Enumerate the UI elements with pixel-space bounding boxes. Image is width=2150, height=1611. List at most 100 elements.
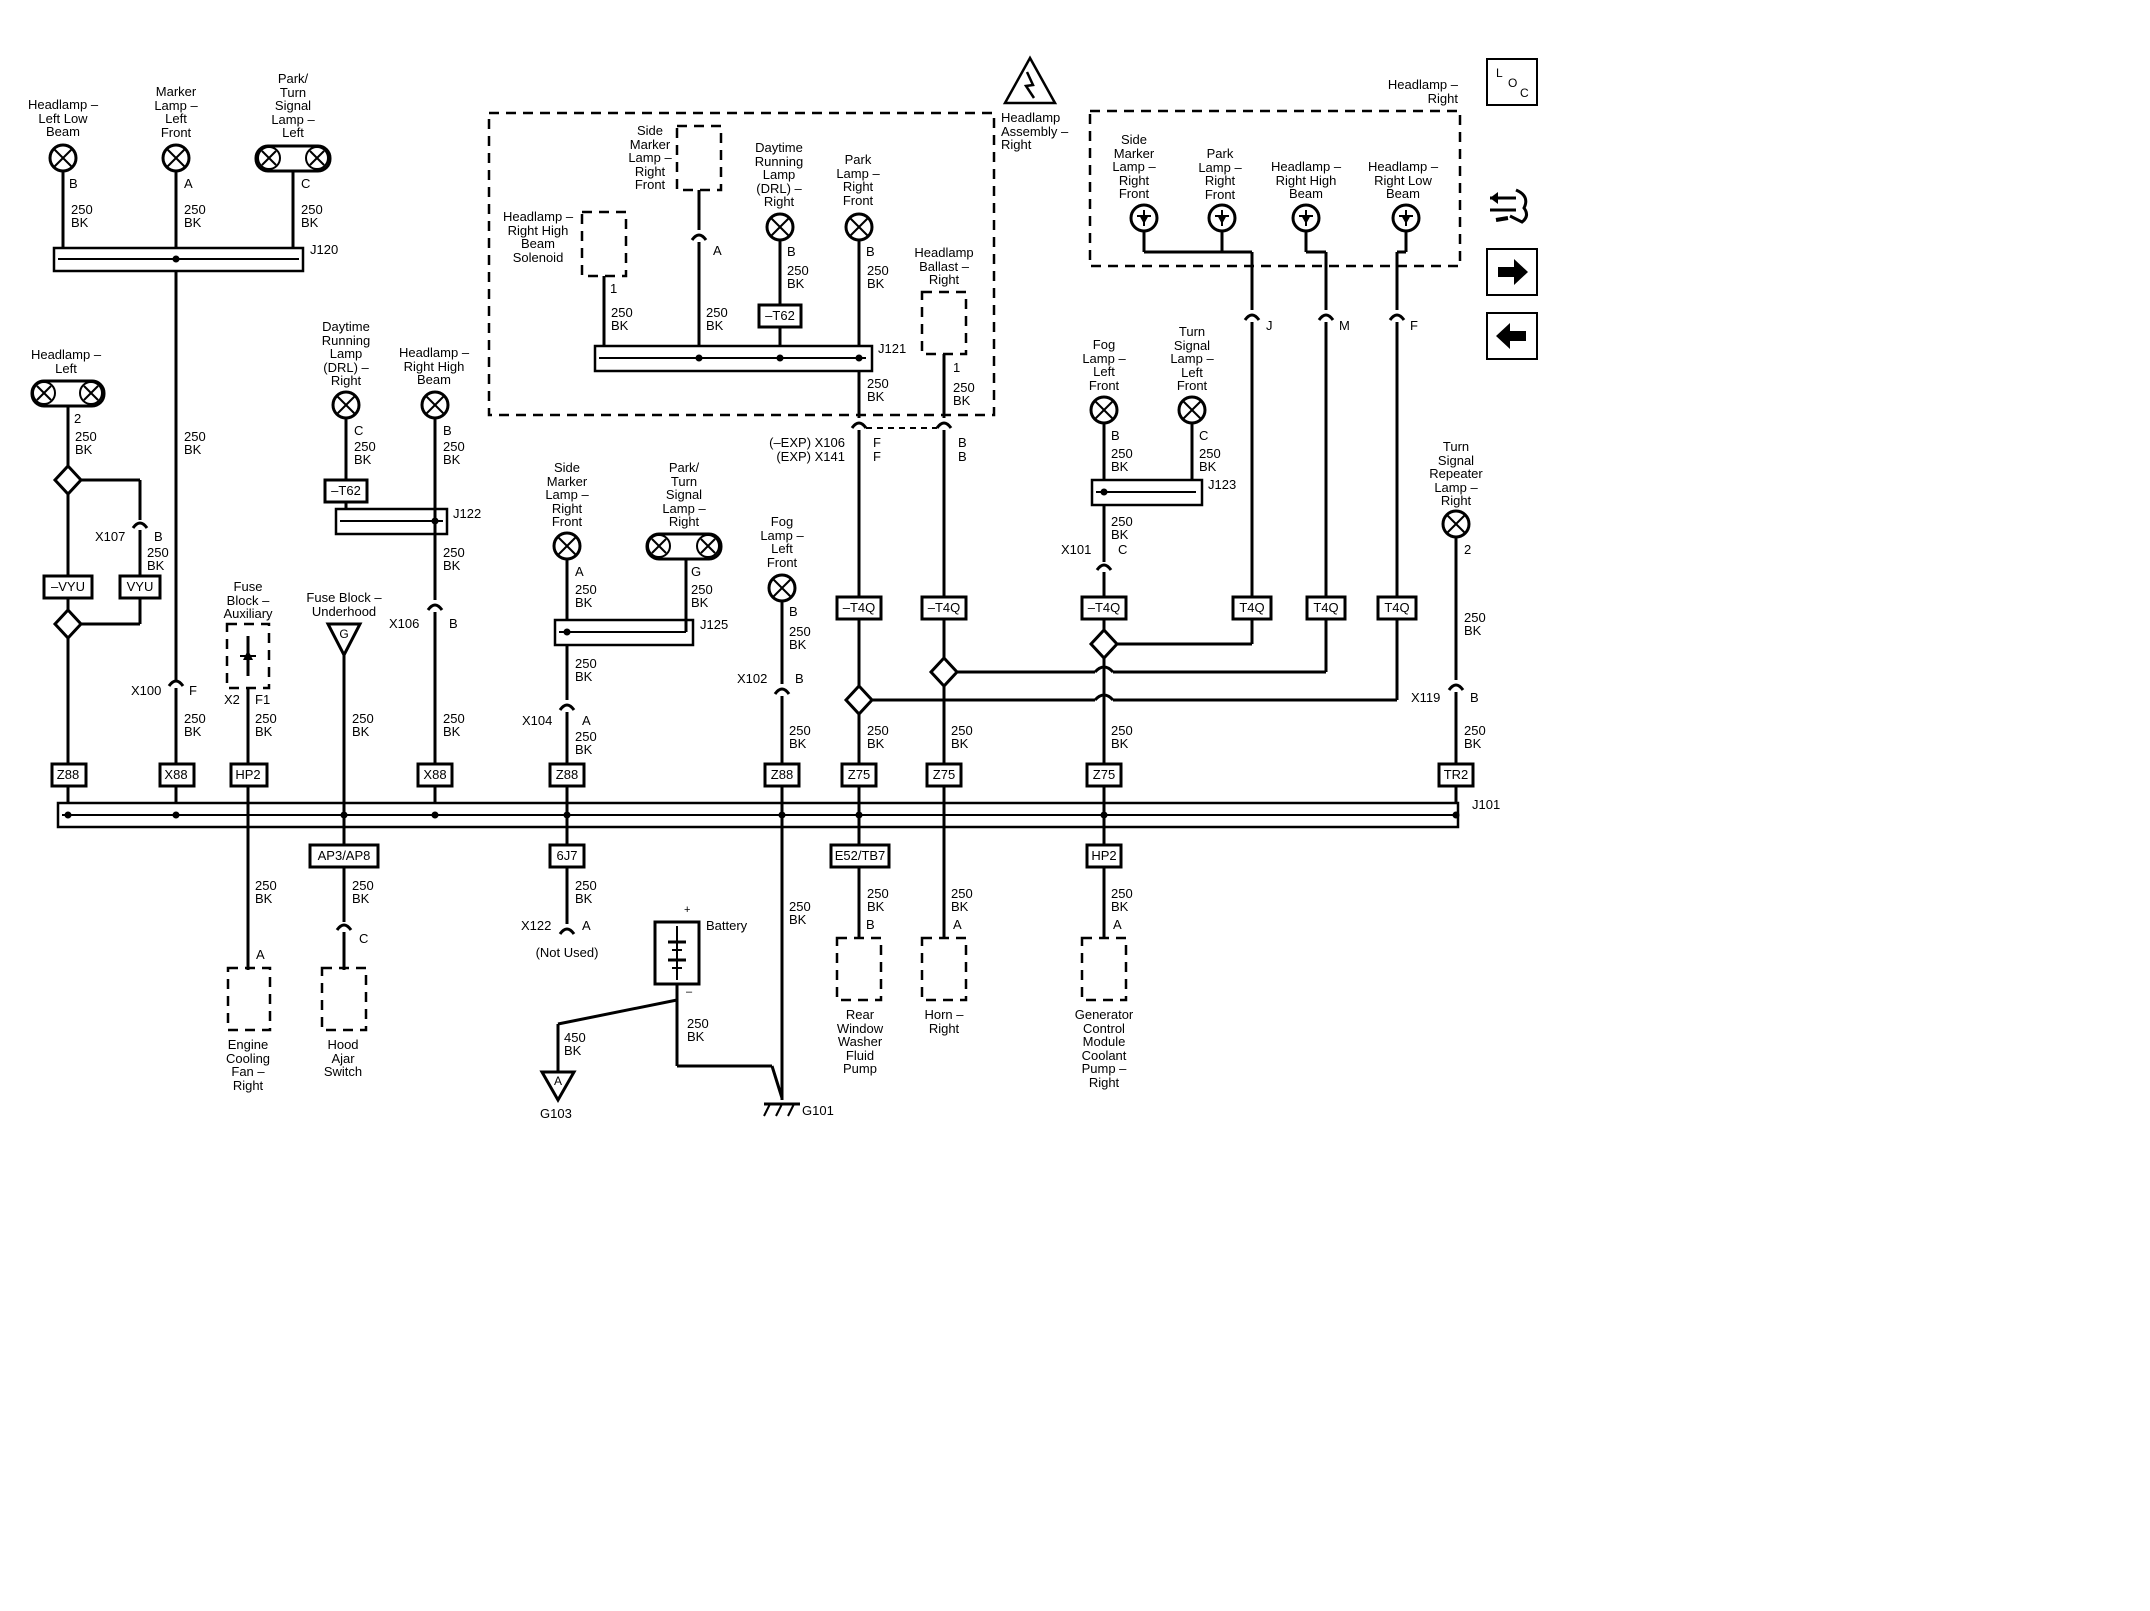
wire-color: BK [1111, 899, 1129, 914]
drl-lamp-label-line: Lamp [762, 167, 796, 182]
engine-cooling-fan-label-line: Cooling [225, 1050, 271, 1066]
pin-label: C [1118, 542, 1128, 557]
wire-gauge: 250 [443, 545, 465, 560]
ground-g101-symbol [763, 1102, 800, 1117]
pin-label: A [713, 243, 722, 258]
side-marker-right-front-label-line: Right [551, 500, 583, 516]
wire-color: BK [867, 899, 885, 914]
next-page-button[interactable] [1486, 248, 1538, 296]
junction-j122-label: J122 [453, 506, 482, 521]
x106-label: (–EXP) X106 [769, 435, 845, 450]
pin-label: C [359, 931, 369, 946]
fuse-block-auxiliary-label-line: Block – [226, 592, 270, 608]
wire-color: BK [255, 724, 273, 739]
connector-box-tr2: TR2 [1443, 767, 1469, 782]
connector-box-x88: X88 [423, 767, 447, 782]
right-low-beam-label-line: Right Low [1374, 172, 1432, 188]
right-park-lamp-label-line: Front [1204, 186, 1236, 202]
fog-lamp-left-front-label-line: Left [1093, 364, 1115, 379]
park-lamp-right-front-label-line: Right [842, 179, 874, 194]
pin-label: F [873, 435, 881, 450]
side-marker-lamp-label-line: Side [636, 123, 664, 138]
drl-lamp-label-line: Right [763, 194, 795, 209]
horn-right-label-line: Horn – [924, 1007, 964, 1022]
side-marker-right-front-label-line: Side [553, 460, 581, 475]
connector-box-t62: –T62 [331, 483, 361, 498]
turn-signal-repeater-right-label-line: Right [1440, 493, 1472, 508]
pin-label: C [1199, 428, 1209, 443]
drl-lamp-label-line: (DRL) – [756, 180, 802, 196]
loc-button[interactable]: L O C [1486, 58, 1538, 106]
wire-gauge: 250 [867, 886, 889, 901]
wire-color: BK [1111, 459, 1129, 474]
wire-gauge: 250 [1111, 514, 1133, 529]
wire-color: BK [687, 1029, 705, 1044]
fog-lamp-left-front-label-line: Left [771, 541, 793, 556]
pin-label: B [154, 529, 163, 544]
pin-label: B [866, 244, 875, 259]
turn-signal-left-front-label-line: Left [1181, 364, 1203, 380]
wire-gauge: 250 [789, 723, 811, 738]
loc-c: C [1520, 86, 1529, 100]
wire-color: BK [867, 389, 885, 404]
connector-view-button[interactable] [1486, 182, 1534, 230]
headlamp-assembly-boundary [487, 111, 996, 417]
connector-f1-label: F1 [255, 692, 271, 707]
wire-gauge: 250 [1199, 446, 1221, 461]
pin-label: B [443, 423, 452, 438]
hood-ajar-switch-label-line: Ajar [331, 1050, 355, 1066]
park-turn-signal-right-label-line: Right [668, 514, 700, 529]
wire-color: BK [575, 742, 593, 757]
drl-right-label-line: Daytime [322, 319, 370, 334]
arrow-left-icon [1496, 323, 1526, 349]
pin-label: B [866, 917, 875, 932]
pin-label: A [582, 713, 591, 728]
wire-gauge: 250 [575, 656, 597, 671]
pin-label: A [256, 947, 265, 962]
headlamp-right-high-beam-label-line: Beam [417, 372, 451, 387]
wire-gauge: 250 [575, 582, 597, 597]
x141-label: (EXP) X141 [776, 449, 845, 464]
wire-color: BK [184, 724, 202, 739]
headlamp-left-label-line: Left [55, 360, 77, 376]
junction-j101-label: J101 [1472, 797, 1501, 812]
underhood-letter: G [339, 627, 349, 641]
connector-box-z88: Z88 [770, 767, 794, 782]
connector-box-t4q: T4Q [1384, 600, 1410, 615]
loc-l: L [1496, 66, 1503, 80]
pin-label: A [582, 918, 591, 933]
wrench-connector-icon [1490, 188, 1529, 224]
wire-color: BK [951, 736, 969, 751]
connector-box-t4q-neg: –T4Q [842, 600, 876, 615]
headlamp-right-title: Headlamp – [1387, 77, 1458, 92]
wire-gauge: 250 [443, 711, 465, 726]
pin-label: A [575, 564, 584, 579]
right-park-lamp-label-line: Park [1206, 146, 1234, 161]
connector-box-t62: –T62 [765, 308, 795, 323]
battery-plus: + [684, 904, 691, 916]
park-turn-signal-right-label-line: Lamp – [662, 500, 706, 516]
park-turn-signal-left-label-line: Lamp – [271, 111, 315, 127]
wire-color: BK [352, 891, 370, 906]
wire-color: BK [443, 452, 461, 467]
right-side-marker-label-line: Side [1120, 132, 1148, 147]
ground-g101-label: G101 [802, 1103, 834, 1118]
loc-o: O [1508, 76, 1518, 90]
wire-gauge: 250 [789, 899, 811, 914]
connector-box-hp2: HP2 [1091, 848, 1117, 863]
headlamp-assembly-right-label-line: Assembly – [1001, 123, 1069, 139]
wire-gauge: 250 [75, 429, 97, 444]
connector-x106-label: X106 [389, 616, 420, 631]
right-low-beam-label-line: Beam [1386, 186, 1420, 201]
connector-x100-label: X100 [131, 683, 162, 698]
turn-signal-repeater-right-label-line: Signal [1437, 452, 1475, 468]
wire-gauge: 250 [354, 439, 376, 454]
battery-label: Battery [706, 918, 748, 933]
previous-page-button[interactable] [1486, 312, 1538, 360]
wire-color: BK [255, 891, 273, 906]
wire-gauge: 250 [867, 376, 889, 391]
connector-box-vyu-neg: –VYU [51, 579, 85, 594]
wire-color: BK [953, 393, 971, 408]
wire-color: BK [575, 595, 593, 610]
hood-ajar-switch-label-line: Switch [323, 1064, 363, 1079]
